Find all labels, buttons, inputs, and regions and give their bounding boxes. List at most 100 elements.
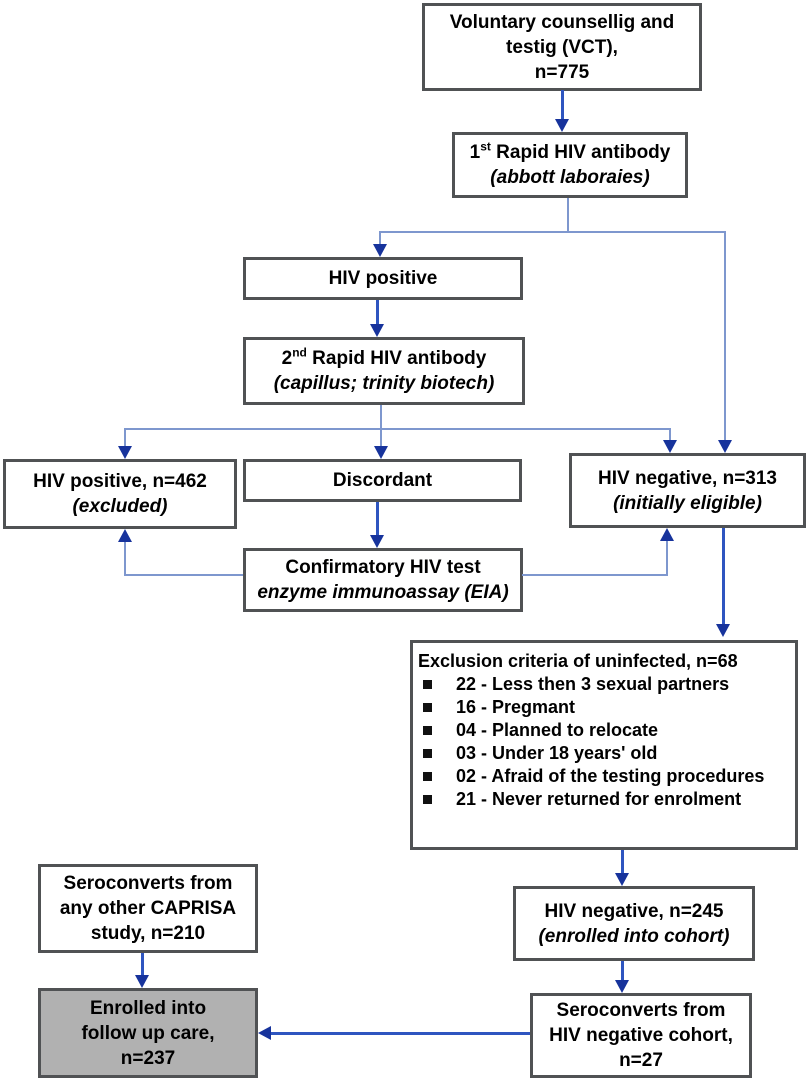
ordinal-suffix: nd [292,345,307,360]
arrowhead-into-seroconverts-cohort [615,980,629,993]
box-line: 1st Rapid HIV antibody [470,140,671,165]
arrowhead-into-hiv-negative-right [718,440,732,453]
box-subtitle: (initially eligible) [613,492,762,514]
exclusion-item-text: 02 - Afraid of the testing procedures [456,766,765,786]
connector-branch-to-negative [669,428,671,441]
box-line: HIV positive, n=462 [33,471,207,492]
box-hiv-positive: HIV positive [243,257,523,300]
ordinal-number: 1 [469,142,481,163]
box-line: Seroconverts from [556,1000,726,1021]
box-subtitle: (excluded) [72,496,168,517]
exclusion-title: Exclusion criteria of uninfected, n=68 [418,651,738,671]
box-line: HIV positive [328,268,438,289]
arrowhead-into-second-rapid [370,324,384,337]
connector-negative-to-seroconverts [621,961,624,981]
arrowhead-into-excluded [118,446,132,459]
box-discordant: Discordant [243,459,522,502]
connector-confirmatory-to-negative-v [666,541,668,576]
box-hiv-positive-excluded: HIV positive, n=462 (excluded) [3,459,237,529]
box-line: Discordant [332,470,433,491]
exclusion-list-item: 22 - Less then 3 sexual partners [423,673,729,696]
connector-seroconverts-to-followup [271,1032,530,1035]
connector-first-rapid-branch [380,231,726,233]
bullet-square-icon [423,749,432,758]
arrowhead-into-hiv-negative-left [663,440,677,453]
ordinal-number: 2 [281,348,293,369]
connector-branch-to-hiv-negative [724,231,726,441]
exclusion-item-text: 22 - Less then 3 sexual partners [456,674,730,694]
box-line: HIV negative, n=313 [598,467,777,489]
box-line: follow up care, [81,1022,215,1044]
connector-confirmatory-to-excluded-h [125,574,243,576]
box-line: Voluntary counsellig and [449,11,675,33]
exclusion-list-item: 02 - Afraid of the testing procedures [423,765,764,788]
box-label: Rapid HIV antibody [490,142,671,163]
box-subtitle: enzyme immunoassay (EIA) [257,582,509,603]
box-line: 2nd Rapid HIV antibody [282,346,487,371]
box-line: n=237 [120,1047,176,1069]
connector-caprisa-to-followup [141,953,144,976]
bullet-square-icon [423,795,432,804]
arrowhead-into-enrolled-negative [615,873,629,886]
box-line: Confirmatory HIV test [285,557,481,578]
box-line: n=775 [534,61,590,83]
box-seroconverts-cohort: Seroconverts from HIV negative cohort, n… [530,993,752,1078]
box-hiv-negative-eligible: HIV negative, n=313 (initially eligible) [569,453,806,528]
box-subtitle: (abbott laboraies) [490,167,650,188]
connector-hiv-positive-to-second-rapid [376,300,379,325]
bullet-square-icon [423,680,432,689]
connector-second-rapid-stem [380,405,382,429]
connector-discordant-to-confirmatory [376,502,379,536]
box-enrolled-followup-care: Enrolled into follow up care, n=237 [38,988,258,1078]
exclusion-list-item: 04 - Planned to relocate [423,719,658,742]
box-line: HIV negative cohort, [549,1025,733,1046]
connector-exclusion-to-enrolled-negative [621,850,624,874]
exclusion-item-text: 03 - Under 18 years' old [456,743,658,763]
ordinal-suffix: st [480,139,491,154]
box-line: study, n=210 [90,923,206,944]
arrowhead-into-discordant [374,446,388,459]
box-second-rapid-test: 2nd Rapid HIV antibody (capillus; trinit… [243,337,525,405]
connector-branch-to-excluded [124,428,126,447]
arrowhead-into-exclusion [716,624,730,637]
arrowhead-into-first-rapid [555,119,569,132]
exclusion-item-text: 16 - Pregmant [456,697,576,717]
box-exclusion-criteria: Exclusion criteria of uninfected, n=68 2… [410,640,798,850]
exclusion-list-item: 21 - Never returned for enrolment [423,788,741,811]
box-line: any other CAPRISA [59,898,237,919]
exclusion-item-text: 04 - Planned to relocate [456,720,659,740]
connector-branch-to-hiv-positive [379,231,381,245]
arrowhead-into-negative-bottom [660,528,674,541]
connector-vct-to-first-rapid [561,90,564,120]
arrowhead-into-excluded-bottom [118,529,132,542]
box-confirmatory-test: Confirmatory HIV test enzyme immunoassay… [243,548,523,612]
bullet-square-icon [423,772,432,781]
box-line: HIV negative, n=245 [544,900,724,922]
arrowhead-into-followup-right [258,1026,271,1040]
box-hiv-negative-enrolled: HIV negative, n=245 (enrolled into cohor… [513,886,755,961]
box-line: Seroconverts from [63,873,233,894]
box-line: n=27 [619,1050,663,1071]
connector-confirmatory-to-excluded-v [124,542,126,576]
box-vct: Voluntary counsellig and testig (VCT), n… [422,3,702,91]
bullet-square-icon [423,726,432,735]
exclusion-item-text: 21 - Never returned for enrolment [456,789,742,809]
box-label: Rapid HIV antibody [306,348,487,369]
connector-second-rapid-branch [124,428,670,430]
connector-branch-to-discordant [380,428,382,447]
exclusion-list-item: 03 - Under 18 years' old [423,742,657,765]
arrowhead-into-followup-top [135,975,149,988]
arrowhead-into-confirmatory [370,535,384,548]
box-subtitle: (enrolled into cohort) [538,925,730,947]
arrowhead-into-hiv-positive [373,244,387,257]
box-line: testig (VCT), [506,36,618,58]
exclusion-list-item: 16 - Pregmant [423,696,575,719]
bullet-square-icon [423,703,432,712]
connector-confirmatory-to-negative-h [522,574,668,576]
connector-first-rapid-stem [567,198,569,233]
box-seroconverts-caprisa: Seroconverts from any other CAPRISA stud… [38,864,258,953]
connector-negative-to-exclusion [722,528,725,625]
box-line: Enrolled into [89,997,207,1019]
box-first-rapid-test: 1st Rapid HIV antibody (abbott laboraies… [452,132,688,198]
